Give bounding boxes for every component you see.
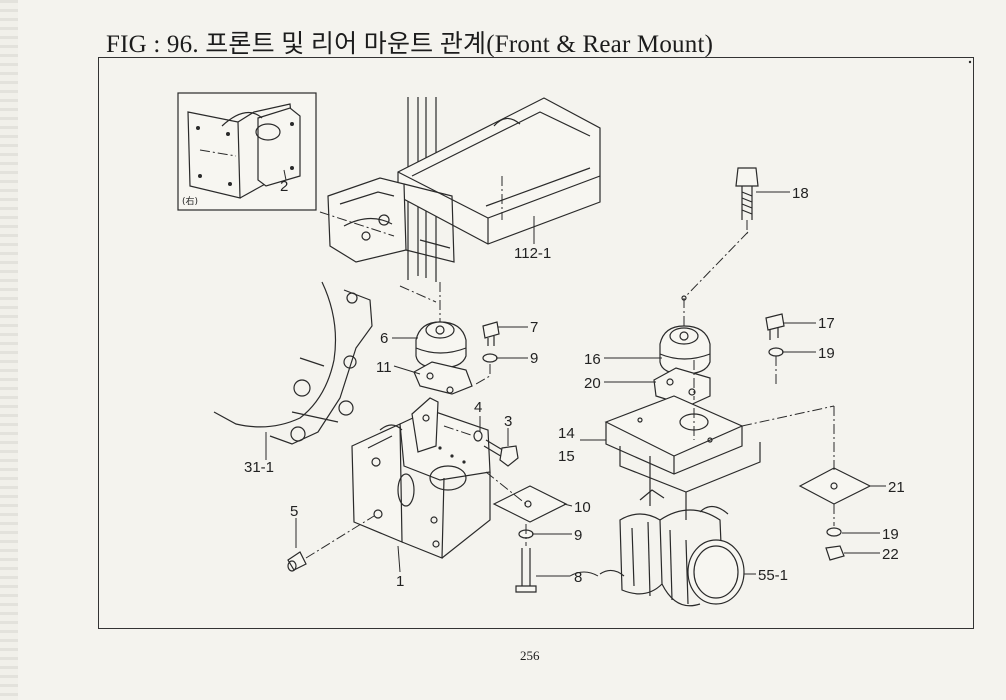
binding-edge [0, 0, 18, 700]
front-mount-upper [319, 177, 455, 263]
callout-6: 6 [380, 330, 388, 347]
battery-tray [397, 97, 601, 245]
engine-block [213, 281, 373, 460]
bolt-3 [443, 425, 519, 467]
callout-31-1: 31-1 [244, 459, 274, 476]
callout-1: 1 [396, 573, 404, 590]
callout-3: 3 [504, 413, 512, 430]
callout-19-upper: 19 [818, 345, 835, 362]
callout-20: 20 [584, 375, 601, 392]
callout-10: 10 [574, 499, 591, 516]
bolt-18 [735, 167, 759, 234]
callout-19-lower: 19 [882, 526, 899, 543]
callout-11: 11 [376, 359, 392, 376]
page-number: 256 [520, 648, 540, 663]
callout-22: 22 [882, 546, 899, 563]
front-bracket [351, 397, 491, 559]
inset-label: (右) [182, 195, 198, 207]
callout-16: 16 [584, 351, 601, 368]
lower-front-fasteners [485, 471, 568, 593]
callout-2: 2 [280, 178, 288, 195]
inset-detail: (右) [177, 92, 317, 211]
callout-55-1: 55-1 [758, 567, 788, 584]
rear-mount-rubber [653, 231, 749, 407]
corner-dot [968, 60, 972, 64]
cap-5 [287, 515, 375, 572]
bolt-7 [475, 321, 500, 385]
transmission-case [599, 489, 745, 607]
callout-9-upper: 9 [530, 350, 538, 367]
callout-112-1: 112-1 [514, 245, 551, 262]
callout-7: 7 [530, 319, 538, 336]
callout-14: 14 [558, 425, 575, 442]
callout-18: 18 [792, 185, 809, 202]
callout-8: 8 [574, 569, 582, 586]
leader-lines [392, 191, 886, 577]
bolt-17 [765, 313, 785, 384]
front-mount-rubber [399, 282, 473, 395]
rear-crossmember [604, 360, 761, 520]
callout-5: 5 [290, 503, 298, 520]
callout-numbers: 2 18 112-1 7 6 9 11 17 16 19 20 4 3 14 1… [244, 178, 905, 590]
page-title: FIG : 96. 프론트 및 리어 마운트 관계(Front & Rear M… [106, 31, 714, 58]
rear-lower-fasteners [741, 405, 872, 561]
callout-4: 4 [474, 399, 482, 416]
callout-15: 15 [558, 448, 575, 465]
callout-21: 21 [888, 479, 905, 496]
diagram-frame [98, 57, 974, 629]
callout-9-lower: 9 [574, 527, 582, 544]
callout-17: 17 [818, 315, 835, 332]
